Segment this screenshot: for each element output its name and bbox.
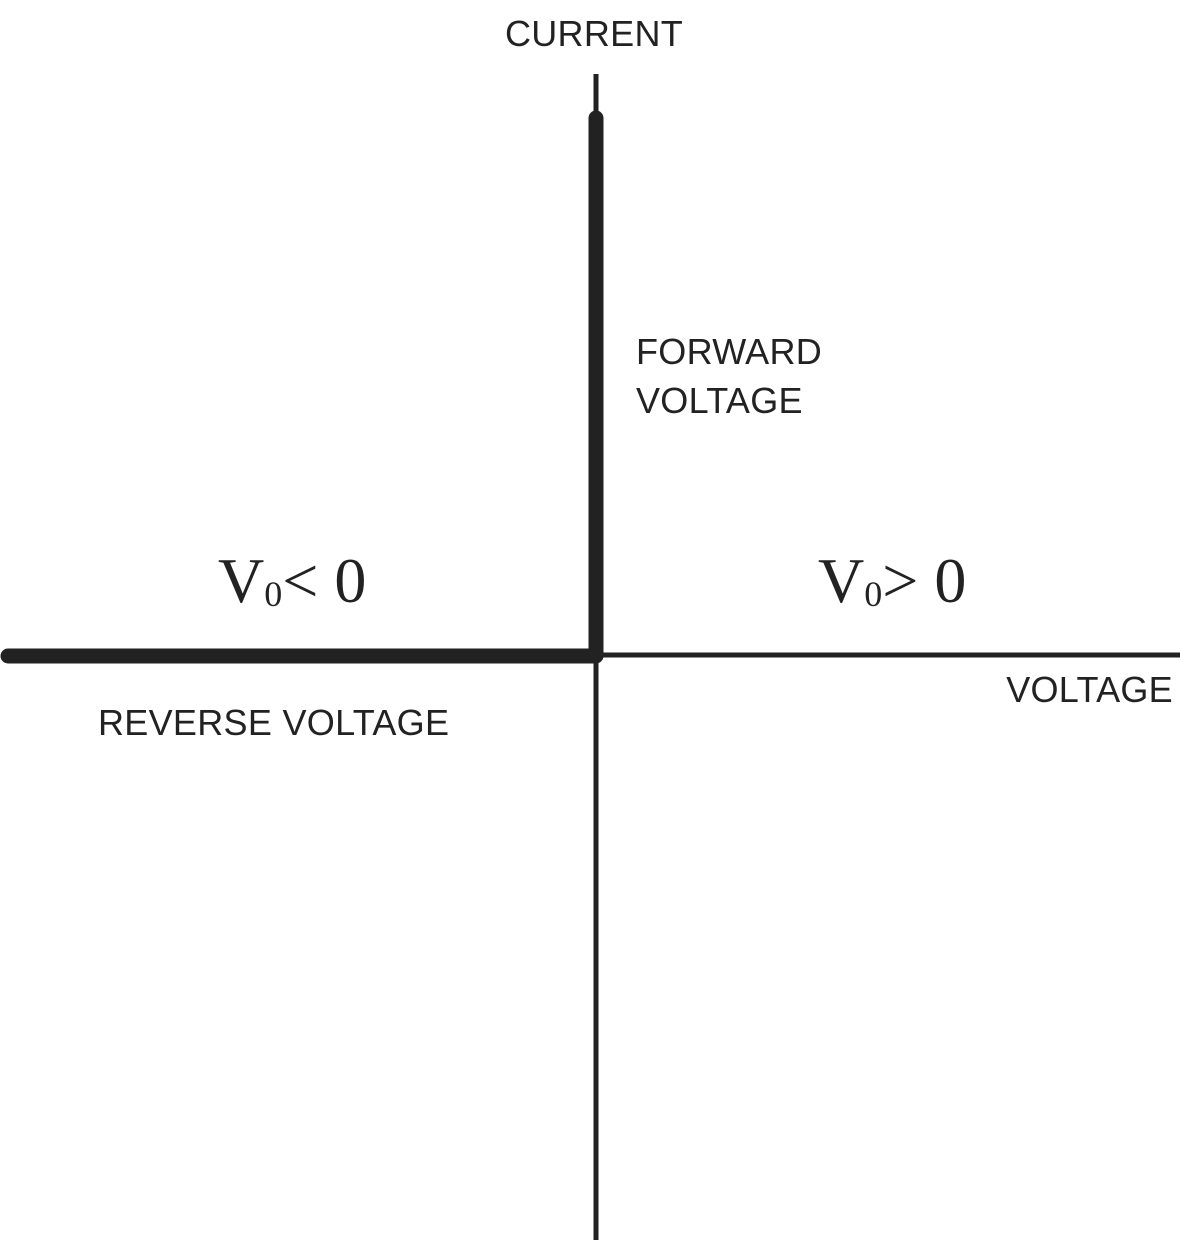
reverse-voltage-label: REVERSE VOLTAGE bbox=[98, 702, 449, 743]
negative-region-condition: V0< 0 bbox=[218, 545, 366, 616]
positive-region-relation: > 0 bbox=[882, 545, 966, 616]
forward-voltage-label-line1: FORWARD bbox=[636, 331, 822, 372]
x-axis-label: VOLTAGE bbox=[1006, 669, 1173, 710]
y-axis-label: CURRENT bbox=[505, 13, 683, 54]
negative-region-symbol: V bbox=[218, 545, 264, 616]
forward-voltage-label-line2: VOLTAGE bbox=[636, 380, 803, 421]
positive-region-symbol: V bbox=[818, 545, 864, 616]
negative-region-subscript: 0 bbox=[264, 574, 282, 614]
negative-region-relation: < 0 bbox=[282, 545, 366, 616]
positive-region-subscript: 0 bbox=[864, 574, 882, 614]
positive-region-condition: V0> 0 bbox=[818, 545, 966, 616]
